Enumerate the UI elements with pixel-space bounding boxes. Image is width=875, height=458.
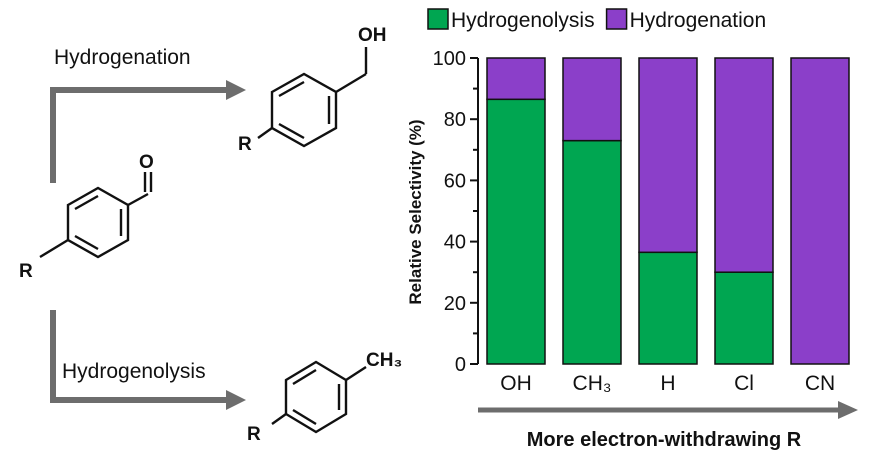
y-tick-label: 100 [433, 48, 466, 70]
y-tick-label: 60 [444, 170, 466, 192]
y-axis-label: Relative Selectivity (%) [406, 119, 425, 304]
legend-label-hydrogenation: Hydrogenation [630, 9, 767, 32]
hydrogenolysis-arrow [50, 310, 232, 403]
axes: OH CH₃ H Cl CN 0 20 40 60 80 100 [433, 48, 836, 395]
hydrogenation-label: Hydrogenation [54, 46, 191, 69]
y-tick-label: 20 [444, 293, 466, 315]
bar-hydrogenolysis-3 [714, 271, 774, 365]
hydrogenolysis-arrowhead [226, 390, 246, 410]
bar-hydrogenolysis-0 [486, 98, 546, 365]
hydrogenation-arrow [50, 87, 232, 183]
selectivity-chart: Hydrogenolysis Hydrogenation OH CH₃ H Cl CN 0 2… [406, 8, 858, 451]
bar-hydrogenation-1 [562, 57, 622, 142]
x-tick-label: H [660, 372, 675, 395]
y-tick-label: 40 [444, 232, 466, 254]
trend-arrowhead [838, 401, 858, 419]
toluene-r-label: R [247, 424, 261, 445]
legend: Hydrogenolysis Hydrogenation [427, 8, 767, 32]
legend-swatch-hydrogenolysis [427, 8, 449, 30]
legend-label-hydrogenolysis: Hydrogenolysis [451, 9, 595, 32]
bar-hydrogenation-0 [486, 57, 546, 101]
reaction-scheme: Hydrogenation Hydrogenolysis O R [19, 25, 402, 445]
bar-hydrogenation-3 [714, 57, 774, 273]
reactant-o-label: O [139, 152, 154, 173]
alcohol-product-structure [257, 47, 368, 148]
bars [486, 57, 850, 365]
toluene-product-structure [271, 360, 367, 434]
x-tick-label: CN [805, 372, 835, 395]
x-tick-label: CH₃ [573, 372, 612, 395]
legend-swatch-hydrogenation [605, 8, 628, 30]
bar-hydrogenation-4 [790, 57, 850, 365]
alcohol-oh-label: OH [358, 25, 387, 46]
x-axis-label: More electron-withdrawing R [527, 429, 802, 451]
alcohol-r-label: R [238, 134, 252, 155]
bar-hydrogenolysis-1 [562, 139, 622, 365]
y-tick-label: 0 [455, 354, 466, 376]
x-tick-label: Cl [734, 372, 754, 395]
toluene-ch3-label: CH₃ [366, 350, 402, 371]
reactant-structure [39, 172, 153, 259]
reactant-r-label: R [19, 261, 33, 282]
y-tick-label: 80 [444, 109, 466, 131]
bar-hydrogenolysis-2 [638, 251, 698, 365]
hydrogenation-arrowhead [226, 80, 246, 100]
bar-hydrogenation-2 [638, 57, 698, 254]
x-tick-label: OH [500, 372, 532, 395]
hydrogenolysis-label: Hydrogenolysis [62, 360, 206, 383]
